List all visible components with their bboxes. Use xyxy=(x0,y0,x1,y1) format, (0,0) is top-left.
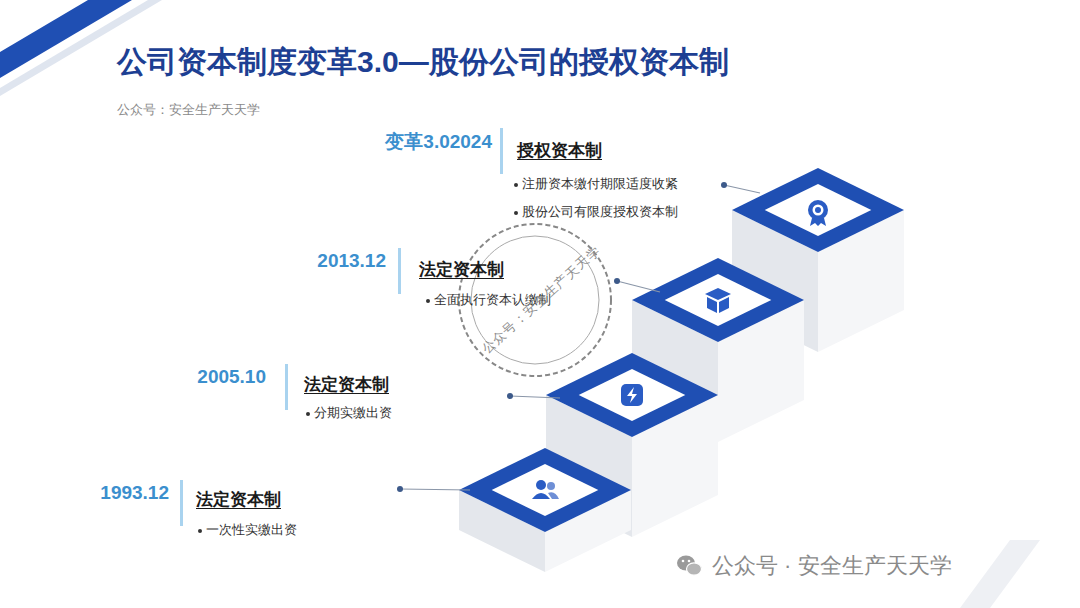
stage-heading: 法定资本制 xyxy=(196,490,281,510)
step-icon xyxy=(808,200,828,226)
step-icon xyxy=(621,384,643,406)
corner-stripe xyxy=(960,540,1040,608)
stage-heading: 授权资本制 xyxy=(517,141,602,161)
bullet-text: 股份公司有限度授权资本制 xyxy=(522,204,678,220)
slide-title: 公司资本制度变革3.0—股份公司的授权资本制 xyxy=(117,44,729,80)
subtitle: 公众号：安全生产天天学 xyxy=(117,102,260,118)
year-bar xyxy=(398,248,401,294)
bullet-text: 一次性实缴出资 xyxy=(206,522,297,538)
stage-heading: 法定资本制 xyxy=(419,260,504,280)
step-icon xyxy=(705,288,731,313)
year: 变革3.02024 xyxy=(385,131,492,154)
stair-step xyxy=(459,448,631,572)
bullet-dot xyxy=(426,299,430,303)
leader-lines xyxy=(397,182,760,492)
bullet-dot xyxy=(306,412,310,416)
stairs xyxy=(459,168,904,572)
year: 1993.12 xyxy=(100,482,169,505)
year-bar xyxy=(500,128,503,174)
bullet-dot xyxy=(198,529,202,533)
year-bar xyxy=(285,364,288,410)
stage-heading: 法定资本制 xyxy=(304,375,389,395)
bullet-dot xyxy=(514,183,518,187)
bullet-text: 分期实缴出资 xyxy=(314,405,392,421)
footer-watermark: 公众号 · 安全生产天天学 xyxy=(712,553,952,579)
bullet-dot xyxy=(514,211,518,215)
bullet-text: 注册资本缴付期限适度收紧 xyxy=(522,176,678,192)
step-icon xyxy=(532,480,559,499)
year: 2005.10 xyxy=(197,366,266,389)
year: 2013.12 xyxy=(317,250,386,273)
year-bar xyxy=(180,480,183,526)
corner-stripe xyxy=(0,0,132,78)
wechat-icon xyxy=(677,556,702,576)
